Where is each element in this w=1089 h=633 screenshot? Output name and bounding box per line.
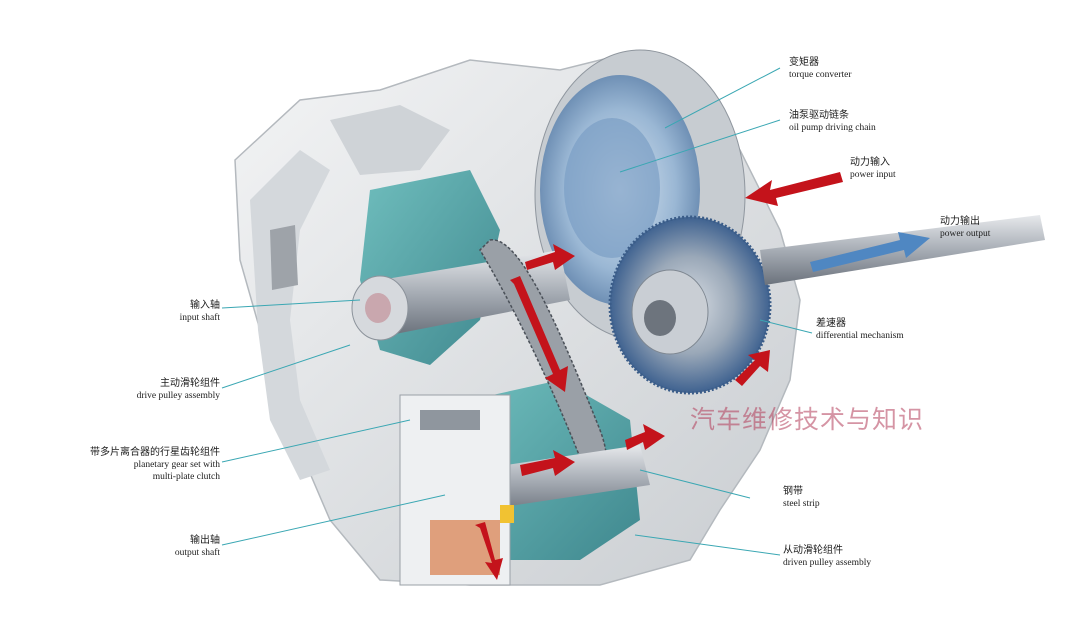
label-zh: 油泵驱动链条 — [789, 110, 849, 121]
label-differential: 差速器 differential mechanism — [816, 318, 904, 342]
power-input-arrow — [745, 172, 843, 206]
label-en: output shaft — [174, 548, 220, 558]
label-torque-converter: 变矩器 torque converter — [789, 57, 852, 81]
planetary-gear-part — [399, 394, 514, 586]
label-driven-pulley: 从动滑轮组件 driven pulley assembly — [783, 545, 871, 569]
label-en: multi-plate clutch — [152, 472, 220, 482]
power-output-arrow — [810, 232, 930, 272]
label-zh: 动力输入 — [850, 157, 890, 168]
label-zh: 差速器 — [816, 318, 846, 329]
label-en: power output — [940, 229, 991, 239]
label-zh: 输出轴 — [190, 535, 220, 546]
label-en: input shaft — [179, 313, 220, 323]
label-en: torque converter — [789, 70, 852, 80]
label-zh: 主动滑轮组件 — [160, 378, 220, 389]
label-steel-strip: 钢带 steel strip — [783, 486, 820, 510]
label-en: driven pulley assembly — [783, 558, 872, 568]
label-zh: 输入轴 — [190, 300, 220, 311]
label-zh: 钢带 — [783, 486, 803, 497]
label-en: planetary gear set with — [133, 460, 220, 470]
label-zh: 动力输出 — [940, 216, 980, 227]
watermark-text: 汽车维修技术与知识 — [690, 405, 925, 434]
label-input-shaft: 输入轴 input shaft — [100, 300, 220, 324]
label-en: steel strip — [783, 499, 820, 509]
differential-gear-part — [608, 215, 772, 395]
label-zh: 从动滑轮组件 — [783, 545, 843, 556]
label-power-input: 动力输入 power input — [850, 157, 896, 181]
label-en: differential mechanism — [816, 331, 904, 341]
label-power-output: 动力输出 power output — [940, 216, 990, 240]
label-en: drive pulley assembly — [136, 391, 220, 401]
leader-lines — [221, 67, 813, 556]
label-oil-pump-chain: 油泵驱动链条 oil pump driving chain — [789, 110, 876, 134]
power-flow-arrows — [475, 244, 770, 580]
label-drive-pulley: 主动滑轮组件 drive pulley assembly — [80, 378, 220, 402]
label-planetary: 带多片离合器的行星齿轮组件 planetary gear set with mu… — [40, 447, 220, 483]
label-en: oil pump driving chain — [789, 123, 876, 133]
label-zh: 带多片离合器的行星齿轮组件 — [90, 447, 220, 458]
label-en: power input — [850, 170, 896, 180]
label-zh: 变矩器 — [789, 57, 819, 68]
label-output-shaft: 输出轴 output shaft — [100, 535, 220, 559]
